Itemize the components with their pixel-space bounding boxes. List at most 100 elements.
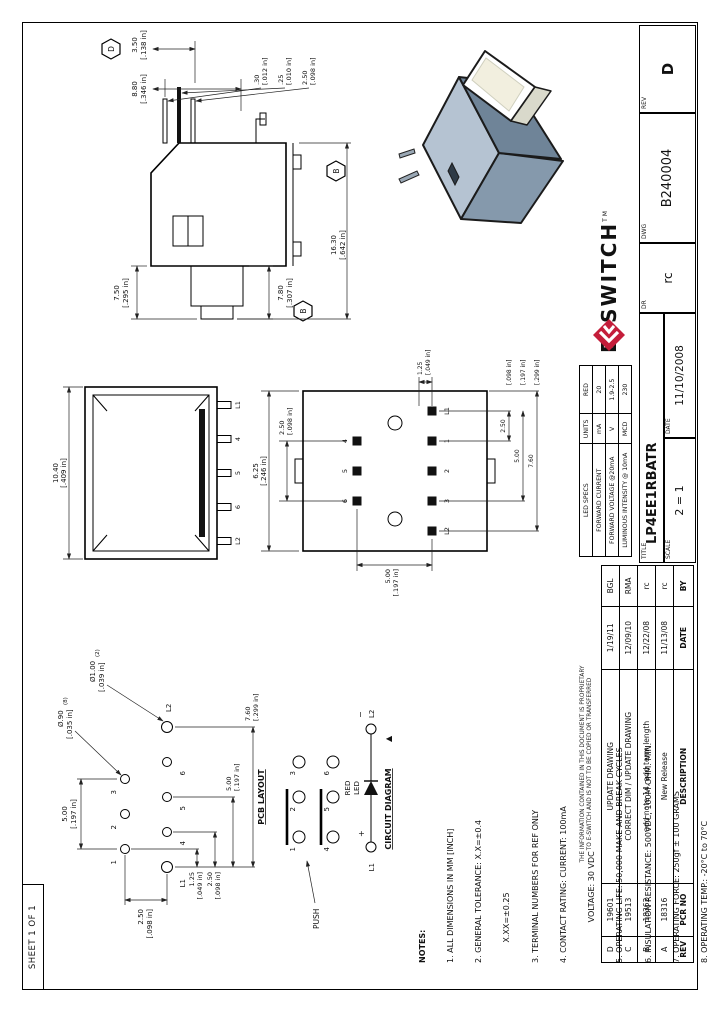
rev-value: D [658, 62, 677, 76]
pcb-hole-1: 1 [110, 860, 118, 864]
front-pin-4: 4 [234, 437, 242, 441]
pcb-hole-3: 3 [110, 790, 118, 794]
proprietary-line-1: THE INFORMATION CONTAINED IN THIS DOCUME… [580, 665, 586, 863]
front-pin-5: 5 [234, 471, 242, 475]
dim-combined: 5.00 [514, 449, 521, 463]
dim-mm: 10.40 [52, 463, 60, 483]
dim-in: [.299 in] [252, 693, 260, 721]
led-spec-row: FORWARD VOLTAGE @20mA V 1.9-2.5 [605, 365, 619, 557]
pad-2: 2 [443, 469, 451, 473]
dim-in: [.098 in] [506, 360, 513, 385]
pad-4: 4 [341, 439, 349, 443]
pcr-no: 18316 [655, 883, 674, 937]
scale-cell: SCALE 2 = 1 [663, 438, 696, 563]
sheet-number: SHEET 1 OF 1 [28, 904, 38, 970]
circuit-terminal-2: 2 [289, 807, 297, 811]
proprietary-note: THE INFORMATION CONTAINED IN THIS DOCUME… [580, 565, 594, 963]
pad-6: 6 [341, 499, 349, 503]
dim-mm: 7.50 [113, 285, 121, 301]
description-header: DESCRIPTION [673, 669, 694, 884]
eswitch-diamond-icon [593, 319, 625, 351]
front-view: 10.40 [.409 in] L2 6 5 4 L1 [52, 386, 242, 560]
brand-switch: SWITCH [597, 221, 621, 323]
dim-combined: 7.60 [528, 454, 535, 468]
rev-header: REV [673, 936, 694, 963]
circuit-terminal-4: 4 [323, 846, 331, 851]
dim-dia100-qty: (2) [95, 649, 101, 657]
rev-date: 11/13/08 [655, 606, 674, 670]
by-header: BY [673, 565, 694, 607]
pcb-hole-4: 4 [179, 840, 187, 845]
led-diode-icon [364, 781, 378, 795]
trademark-mark: TM [602, 209, 609, 222]
revision-table: D 19601 UPDATE DRAWING 1/19/11 BGL C 195… [601, 565, 694, 963]
pcb-hole-l2: L2 [165, 704, 173, 712]
revision-header-row: REV PCR NO DESCRIPTION DATE BY [673, 565, 694, 963]
dim-in: [.098 in] [214, 872, 222, 900]
sheet-number-box: SHEET 1 OF 1 [23, 884, 44, 989]
pcb-hole-5: 5 [179, 806, 187, 810]
dim-mm: 5.00 [384, 569, 392, 583]
dim-in: [.012 in] [261, 57, 269, 85]
rev-description: add note 14, add term length [637, 669, 656, 884]
dim-in: [.138 in] [140, 30, 148, 60]
note-line: 4. CONTACT RATING: CURRENT: 100mA [558, 806, 568, 963]
dim-mm: 7.80 [277, 285, 285, 301]
led-specs-header: LED SPECS [579, 443, 593, 557]
pcb-hole-l1: L1 [179, 879, 187, 887]
rev-letter: A [655, 936, 674, 963]
pcb-hole-6: 6 [179, 770, 187, 775]
circuit-terminal-6: 6 [323, 770, 331, 775]
scale-label: SCALE [665, 539, 672, 559]
led-specs-header-row: LED SPECS UNITS RED [579, 365, 593, 557]
dim-in: [.295 in] [122, 278, 130, 308]
led-spec-row: LUMINOUS INTENSITY @ 10mA MCD 230 [618, 365, 632, 557]
led-color-label: RED [344, 781, 352, 796]
dr-value: rc [660, 272, 675, 284]
dim-dia90: Ø.90 [57, 710, 65, 727]
rev-by: rc [655, 565, 674, 607]
dim-mm: 6.25 [252, 463, 260, 479]
note-line: 3. TERMINAL NUMBERS FOR REF ONLY [530, 809, 540, 963]
rev-date: 12/22/08 [637, 606, 656, 670]
balloon-top: D [107, 46, 116, 52]
pcrno-header: PCR NO [673, 883, 694, 937]
red-header: RED [579, 365, 593, 414]
dim-mm: 2.50 [278, 421, 286, 435]
dim-in: [.098 in] [286, 407, 294, 435]
pad-5: 5 [341, 469, 349, 473]
rev-letter: B [637, 936, 656, 963]
dim-mm: 5.00 [61, 806, 69, 822]
dim-mm: 16.30 [330, 235, 338, 255]
revision-balloon-icon [293, 300, 313, 322]
dwg-label: DWG [641, 223, 648, 239]
balloon-term: B [299, 308, 308, 313]
title-cell: TITLE LP4EE1RBATR [639, 313, 665, 563]
notes-heading: NOTES: [417, 929, 427, 963]
note-line: 1. ALL DIMENSIONS IN MM [INCH] [446, 828, 456, 963]
revision-balloon-icon [326, 160, 346, 182]
dim-in: [.307 in] [286, 278, 294, 308]
rev-date: 1/19/11 [601, 606, 620, 670]
revision-row: D 19601 UPDATE DRAWING 1/19/11 BGL [601, 565, 620, 963]
dim-mm: .25 [277, 75, 285, 85]
dim-dia90-in: [.035 in] [66, 709, 74, 739]
balloon-overall: B [332, 168, 341, 173]
isometric-switch-image [398, 50, 564, 224]
dim-mm: 5.00 [225, 777, 233, 791]
dim-combined: 2.50 [500, 419, 507, 433]
note-line: 2. GENERAL TOLERANCE: X.X=±0.4 [474, 819, 484, 963]
dwg-number-cell: DWG B240004 [639, 113, 696, 243]
dim-in: [.197 in] [392, 569, 400, 597]
dim-in: [.642 in] [339, 230, 347, 260]
rev-by: BGL [601, 565, 620, 607]
rev-by: rc [637, 565, 656, 607]
pcr-no: 19601 [601, 883, 620, 937]
dim-mm: 2.50 [206, 872, 214, 886]
date-label: DATE [665, 418, 672, 434]
note-line: X.XX=±0.25 [502, 892, 512, 963]
pcr-no: 18362 [637, 883, 656, 937]
date-header: DATE [673, 606, 694, 670]
revision-row: C 19513 CORRECT DIM / UPDATE DRAWING 12/… [619, 565, 638, 963]
dim-in: [.246 in] [260, 456, 268, 486]
